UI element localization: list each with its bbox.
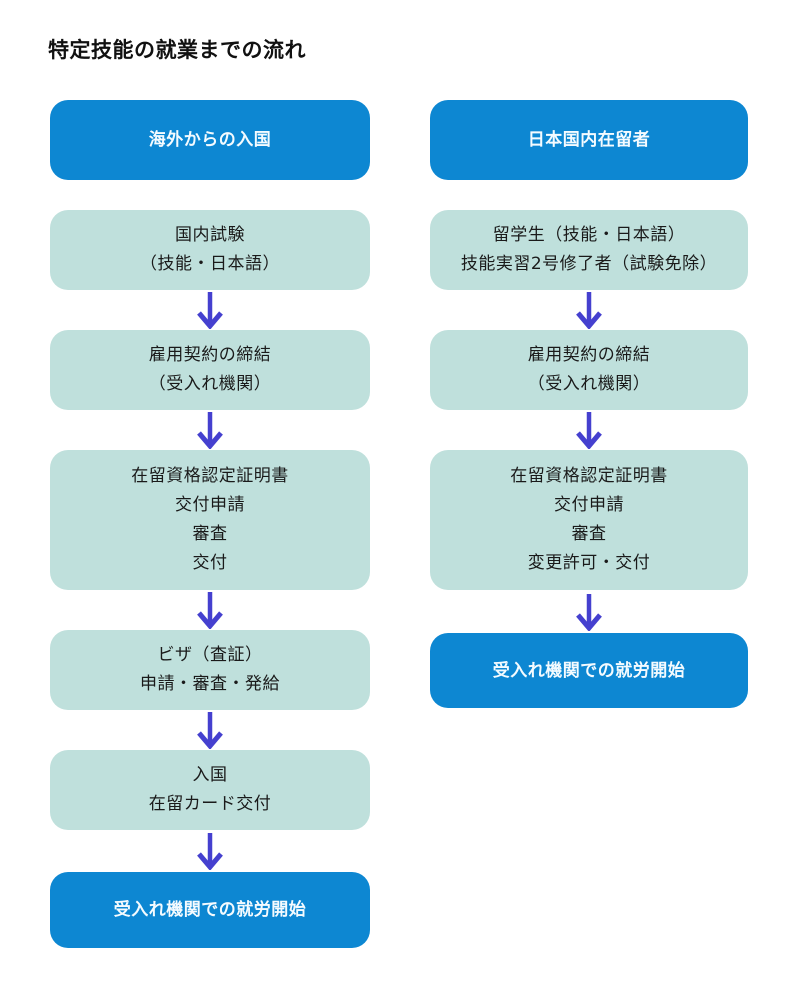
arrow-down-icon bbox=[574, 590, 604, 633]
step-employment-contract: 雇用契約の締結 （受入れ機関） bbox=[50, 330, 370, 410]
spacer bbox=[430, 180, 748, 210]
column-header-domestic: 日本国内在留者 bbox=[430, 100, 748, 180]
page-title: 特定技能の就業までの流れ bbox=[48, 38, 306, 62]
step-visa: ビザ（査証） 申請・審査・発給 bbox=[50, 630, 370, 710]
step-students-trainees: 留学生（技能・日本語） 技能実習2号修了者（試験免除） bbox=[430, 210, 748, 290]
step-employment-contract: 雇用契約の締結 （受入れ機関） bbox=[430, 330, 748, 410]
arrow-down-icon bbox=[195, 290, 225, 330]
column-header-overseas: 海外からの入国 bbox=[50, 100, 370, 180]
final-start-work-domestic: 受入れ機関での就労開始 bbox=[430, 633, 748, 708]
flow-column-domestic: 日本国内在留者 留学生（技能・日本語） 技能実習2号修了者（試験免除） 雇用契約… bbox=[430, 100, 748, 708]
arrow-down-icon bbox=[195, 410, 225, 450]
step-certificate-of-eligibility: 在留資格認定証明書 交付申請 審査 交付 bbox=[50, 450, 370, 590]
spacer bbox=[50, 180, 370, 210]
arrow-down-icon bbox=[195, 830, 225, 872]
arrow-down-icon bbox=[195, 710, 225, 750]
step-certificate-of-eligibility: 在留資格認定証明書 交付申請 審査 変更許可・交付 bbox=[430, 450, 748, 590]
step-domestic-exam: 国内試験 （技能・日本語） bbox=[50, 210, 370, 290]
arrow-down-icon bbox=[574, 290, 604, 330]
arrow-down-icon bbox=[574, 410, 604, 450]
final-start-work-overseas: 受入れ機関での就労開始 bbox=[50, 872, 370, 948]
arrow-down-icon bbox=[195, 590, 225, 630]
step-entry-residence-card: 入国 在留カード交付 bbox=[50, 750, 370, 830]
flow-column-overseas: 海外からの入国 国内試験 （技能・日本語） 雇用契約の締結 （受入れ機関） 在留… bbox=[50, 100, 370, 948]
